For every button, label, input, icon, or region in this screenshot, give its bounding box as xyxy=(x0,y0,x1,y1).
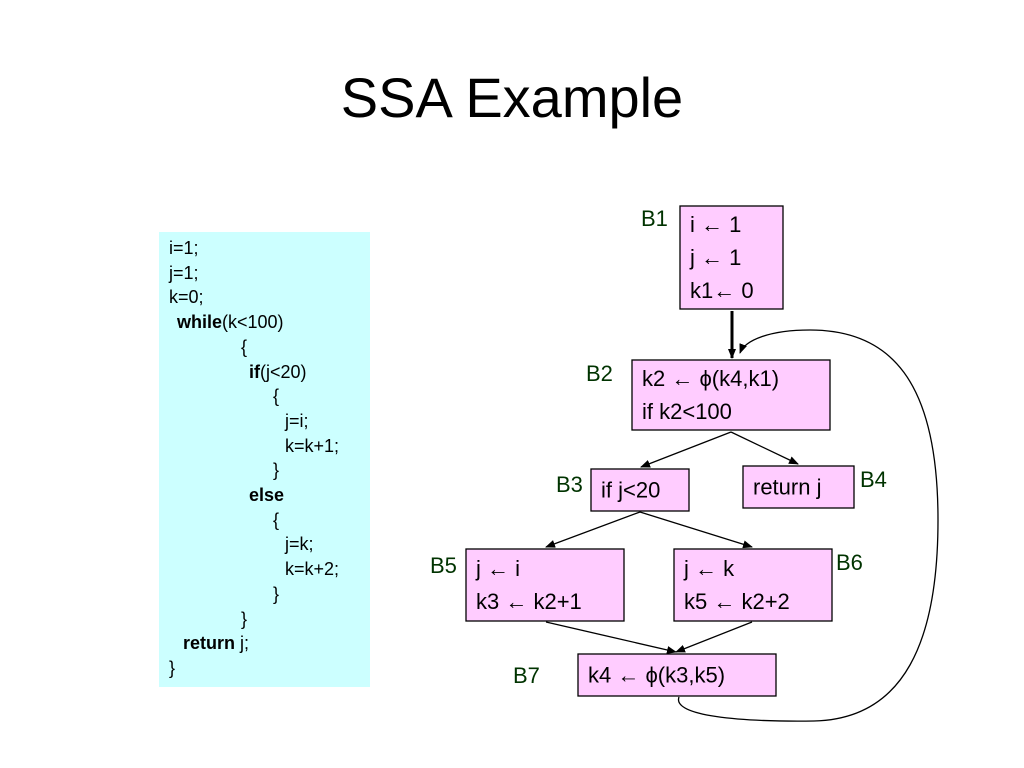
code-text: { xyxy=(273,386,280,407)
code-text: } xyxy=(273,583,280,604)
block-box xyxy=(742,465,855,509)
code-line: } xyxy=(273,582,279,606)
block-b1: i ← 1 j ← 1 k1← 0 B1 xyxy=(641,205,784,310)
code-line: k=k+1; xyxy=(285,434,339,458)
code-text: (j<20) xyxy=(260,361,307,382)
block-box xyxy=(631,359,831,431)
code-line: i=1; xyxy=(169,236,199,260)
block-box xyxy=(679,205,784,310)
block-statement: k2 ← ϕ(k4,k1) xyxy=(642,366,779,391)
code-line: while(k<100) xyxy=(177,310,284,334)
code-line: j=i; xyxy=(285,409,309,433)
code-line: j=k; xyxy=(285,532,314,556)
code-text: j; xyxy=(235,633,250,654)
edge-b7-to-b2 xyxy=(678,329,939,722)
block-label: B5 xyxy=(430,553,457,578)
block-b5: j ← i k3 ← k2+1 B5 xyxy=(430,548,625,622)
code-text: } xyxy=(169,657,176,678)
block-box xyxy=(673,548,833,622)
code-text: { xyxy=(241,336,248,357)
block-b6: j ← k k5 ← k2+2 B6 xyxy=(673,548,863,622)
block-statement: j ← k xyxy=(683,556,735,581)
block-statement: if k2<100 xyxy=(642,399,732,424)
edges-layer xyxy=(545,311,939,722)
code-line: j=1; xyxy=(169,261,199,285)
block-statement: j ← 1 xyxy=(689,245,741,270)
edge-b5-to-b7 xyxy=(545,621,677,654)
code-line: k=k+2; xyxy=(285,557,339,581)
block-label: B1 xyxy=(641,206,668,231)
edge-b2-to-b4 xyxy=(730,431,799,465)
edge-b3-to-b6 xyxy=(639,511,753,549)
source-code-panel: i=1;j=1;k=0;while(k<100){if(j<20){j=i;k=… xyxy=(159,232,370,687)
block-b3: if j<20 B3 xyxy=(556,468,690,512)
block-statement: j ← i xyxy=(475,556,520,581)
block-statement: k4 ← ϕ(k3,k5) xyxy=(588,663,725,688)
code-line: else xyxy=(249,483,284,507)
code-text: } xyxy=(241,608,248,629)
block-label: B7 xyxy=(513,663,540,688)
code-line: k=0; xyxy=(169,285,204,309)
block-box xyxy=(577,653,777,697)
code-text: k=k+1; xyxy=(285,435,340,456)
block-statement: k3 ← k2+1 xyxy=(476,589,582,614)
block-b7: k4 ← ϕ(k3,k5) B7 xyxy=(513,653,777,697)
code-text: j=1; xyxy=(169,262,199,283)
code-keyword: while xyxy=(177,312,223,333)
code-text: j=i; xyxy=(285,410,309,431)
code-line: } xyxy=(273,458,279,482)
edge-b6-to-b7 xyxy=(675,621,753,653)
code-line: { xyxy=(241,335,247,359)
code-line: } xyxy=(241,607,247,631)
block-label: B2 xyxy=(586,361,613,386)
code-keyword: if xyxy=(249,361,260,382)
block-label: B4 xyxy=(860,467,887,492)
code-line: if(j<20) xyxy=(249,360,307,384)
block-box xyxy=(465,548,625,622)
code-text: k=k+2; xyxy=(285,559,340,580)
code-text: (k<100) xyxy=(222,312,284,333)
code-keyword: return xyxy=(183,633,236,654)
code-text: { xyxy=(273,509,280,530)
block-label: B6 xyxy=(836,550,863,575)
code-line: { xyxy=(273,384,279,408)
code-text: } xyxy=(273,460,280,481)
block-label: B3 xyxy=(556,472,583,497)
code-text: j=k; xyxy=(285,534,314,555)
code-line: } xyxy=(169,656,175,680)
block-b4: return j B4 xyxy=(742,465,887,509)
block-statement: i ← 1 xyxy=(690,212,741,237)
block-statement: k1← 0 xyxy=(690,278,754,303)
block-b2: k2 ← ϕ(k4,k1) if k2<100 B2 xyxy=(586,359,831,431)
block-statement: return j xyxy=(753,475,821,500)
edge-b3-to-b5 xyxy=(545,511,641,548)
slide-title: SSA Example xyxy=(340,66,684,129)
block-statement: k5 ← k2+2 xyxy=(684,589,790,614)
edge-b2-to-b3 xyxy=(640,431,732,468)
block-box xyxy=(590,468,690,512)
code-keyword: else xyxy=(249,485,285,505)
code-text: k=0; xyxy=(169,287,204,308)
code-text: i=1; xyxy=(169,238,199,258)
code-line: return j; xyxy=(183,631,249,655)
block-statement: if j<20 xyxy=(601,478,660,503)
code-line: { xyxy=(273,508,279,532)
